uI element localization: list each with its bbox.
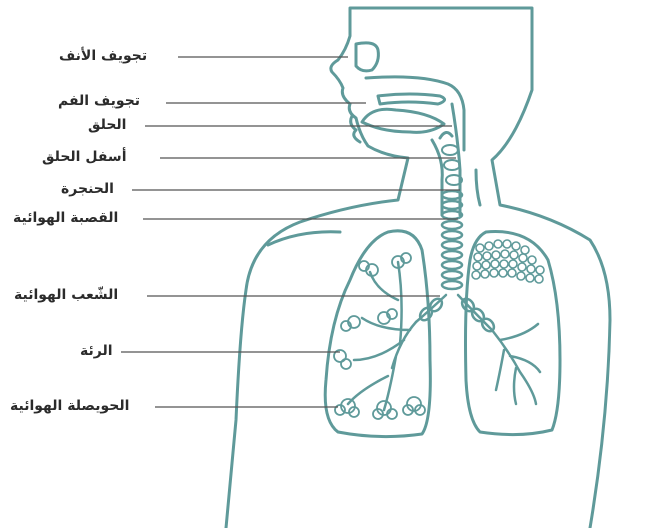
label-nasal-cavity: تجويف الأنف (59, 47, 147, 65)
label-pharynx: الحلق (88, 116, 126, 134)
epiglottis (440, 132, 452, 138)
body-outline (226, 8, 610, 528)
trachea-ring (442, 261, 462, 269)
trachea-ring (442, 231, 462, 239)
right-lung-outline (466, 232, 561, 435)
tongue (362, 109, 444, 132)
label-trachea: القصبة الهوائية (13, 209, 118, 227)
throat-front (432, 140, 442, 215)
nasal-cavity-shape (356, 43, 378, 71)
left-bronchioles (348, 262, 416, 410)
label-lower-pharynx: أسفل الحلق (42, 148, 127, 166)
trachea-ring (442, 221, 462, 229)
trachea-ring (442, 271, 462, 279)
right-bronchioles (492, 324, 540, 404)
trachea-ring (442, 281, 462, 289)
label-lung: الرئة (80, 342, 113, 360)
alveoli-cluster (472, 240, 544, 283)
left-lung-alveoli (334, 253, 425, 419)
trachea-ring (442, 241, 462, 249)
larynx-ring (444, 160, 460, 170)
label-alveoli: الحويصلة الهوائية (10, 397, 129, 415)
label-bronchi: الشّعب الهوائية (14, 286, 118, 304)
larynx-ring (442, 145, 458, 155)
hard-palate (378, 94, 445, 104)
trachea-ring (442, 251, 462, 259)
label-larynx: الحنجرة (61, 180, 114, 198)
neck-line (476, 170, 480, 205)
label-oral-cavity: تجويف الفم (58, 92, 140, 110)
